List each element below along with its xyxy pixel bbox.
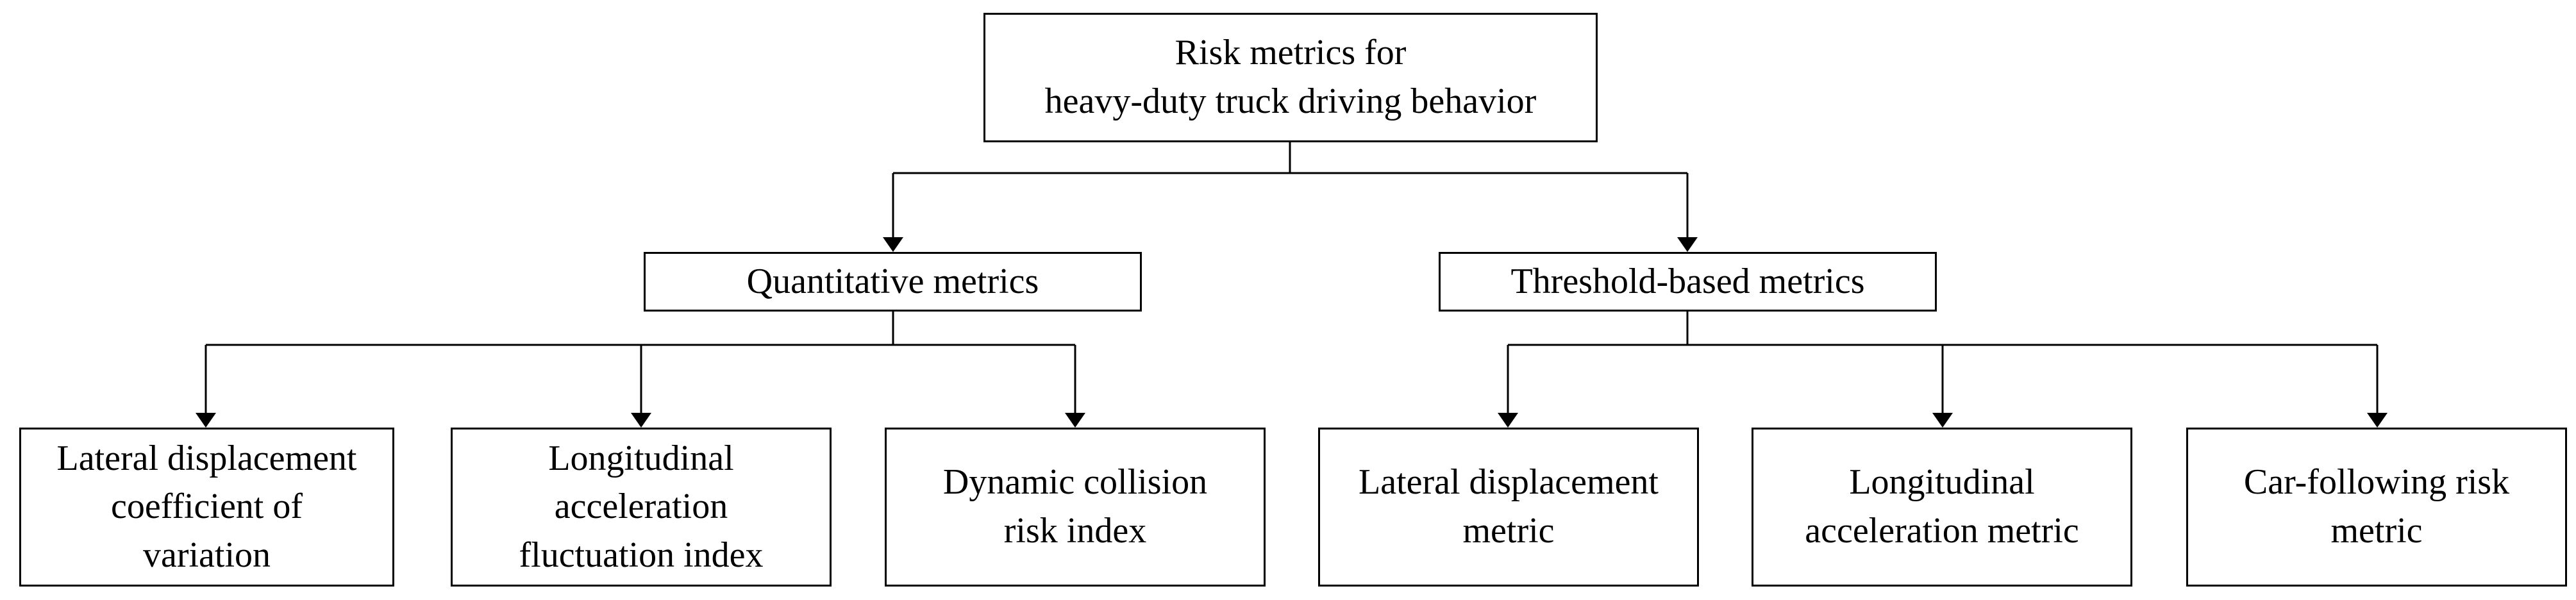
- root-title-line-2: heavy-duty truck driving behavior: [1044, 81, 1537, 121]
- arrowhead-car-following-risk: [2367, 413, 2388, 428]
- arrowhead-threshold-based-metrics: [1677, 237, 1698, 252]
- arrowhead-lateral-displacement-cov: [196, 413, 216, 428]
- metric-label-line: acceleration metric: [1805, 511, 2079, 551]
- quantitative-connector: [205, 312, 1076, 414]
- arrowhead-lateral-displacement-metric: [1498, 413, 1518, 428]
- arrowhead-quantitative-metrics: [883, 237, 903, 252]
- metric-label-line: Lateral displacement: [56, 438, 357, 478]
- category-node-threshold-based-metrics: Threshold-based metrics: [1439, 252, 1937, 312]
- arrowhead-longitudinal-acceleration-metric: [1932, 413, 1953, 428]
- metric-label-line: Car-following risk: [2243, 462, 2510, 503]
- metric-node-lateral-displacement-cov: Lateral displacement coefficient of vari…: [19, 428, 394, 587]
- metric-label-line: metric: [1462, 511, 1555, 551]
- metric-label-line: Longitudinal: [1849, 462, 2035, 503]
- metric-label-line: Longitudinal: [548, 438, 734, 478]
- metric-node-dynamic-collision-risk-index: Dynamic collision risk index: [885, 428, 1266, 587]
- metric-label-line: acceleration: [554, 487, 728, 527]
- root-title-line-1: Risk metrics for: [1175, 33, 1407, 73]
- category-label: Threshold-based metrics: [1510, 261, 1865, 301]
- metric-label-line: Lateral displacement: [1359, 462, 1659, 503]
- metric-label-line: Dynamic collision: [942, 462, 1208, 503]
- category-label: Quantitative metrics: [746, 261, 1039, 301]
- metric-node-longitudinal-fluctuation-index: Longitudinal acceleration fluctuation in…: [451, 428, 832, 587]
- root-node: Risk metrics for heavy-duty truck drivin…: [983, 13, 1598, 142]
- arrowhead-longitudinal-fluctuation: [631, 413, 651, 428]
- metric-label-line: risk index: [1003, 511, 1147, 551]
- metric-node-car-following-risk-metric: Car-following risk metric: [2186, 428, 2567, 587]
- root-connector: [893, 142, 1687, 174]
- metric-label-line: coefficient of: [110, 487, 303, 527]
- metric-node-lateral-displacement-metric: Lateral displacement metric: [1318, 428, 1699, 587]
- arrowhead-dynamic-collision: [1065, 413, 1085, 428]
- category-node-quantitative-metrics: Quantitative metrics: [644, 252, 1142, 312]
- metric-node-longitudinal-acceleration-metric: Longitudinal acceleration metric: [1752, 428, 2132, 587]
- metric-label-line: variation: [142, 535, 271, 575]
- threshold-connector: [1507, 312, 2379, 414]
- metric-label-line: fluctuation index: [519, 535, 764, 575]
- metric-label-line: metric: [2330, 511, 2423, 551]
